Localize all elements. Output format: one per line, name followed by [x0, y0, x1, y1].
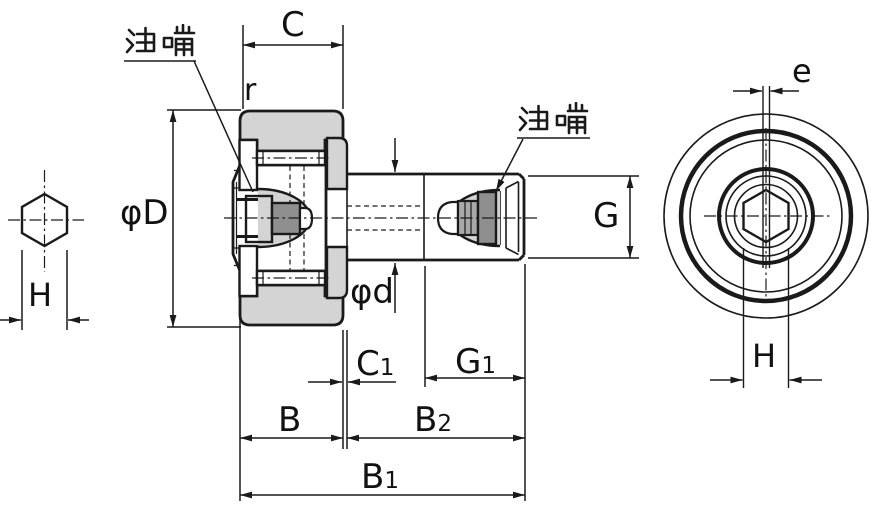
grease-nipple-glyph [125, 24, 196, 57]
stud-flange-top [325, 136, 349, 191]
dim-label-b1: B1 [361, 457, 399, 497]
grease-nipple-callout-right [495, 137, 590, 192]
needle-rollers-top [252, 149, 330, 167]
side-section-view [224, 109, 540, 327]
stud-flange-bottom [325, 245, 349, 300]
dim-label-c1: C1 [356, 344, 395, 384]
dim-label-h-socket: H [28, 276, 53, 314]
grease-nipple-glyph [518, 102, 589, 135]
needle-rollers-bottom [252, 269, 330, 287]
front-view [663, 86, 869, 388]
side-plate-bottom [238, 244, 259, 298]
outer-ring-od-circle [663, 113, 869, 319]
dim-label-b: B [278, 400, 302, 440]
dim-label-phi-d-stud: φd [350, 272, 395, 312]
dim-label-r: r [244, 73, 257, 108]
dimension-G [528, 175, 639, 259]
dim-label-b2: B2 [414, 400, 452, 440]
dim-label-c: C [281, 5, 305, 45]
dim-label-g1: G1 [455, 342, 496, 382]
grease-nipple-callout-left [124, 60, 254, 193]
bottom-extension-lines [239, 264, 526, 501]
dim-label-e: e [792, 52, 812, 90]
dim-label-phi-d-outer: φD [120, 193, 169, 233]
dimension-C [242, 25, 344, 109]
hex-socket-view [0, 170, 89, 330]
dim-label-h-front: H [752, 337, 777, 375]
dimension-phiD [167, 109, 241, 328]
dim-label-g: G [593, 196, 620, 236]
